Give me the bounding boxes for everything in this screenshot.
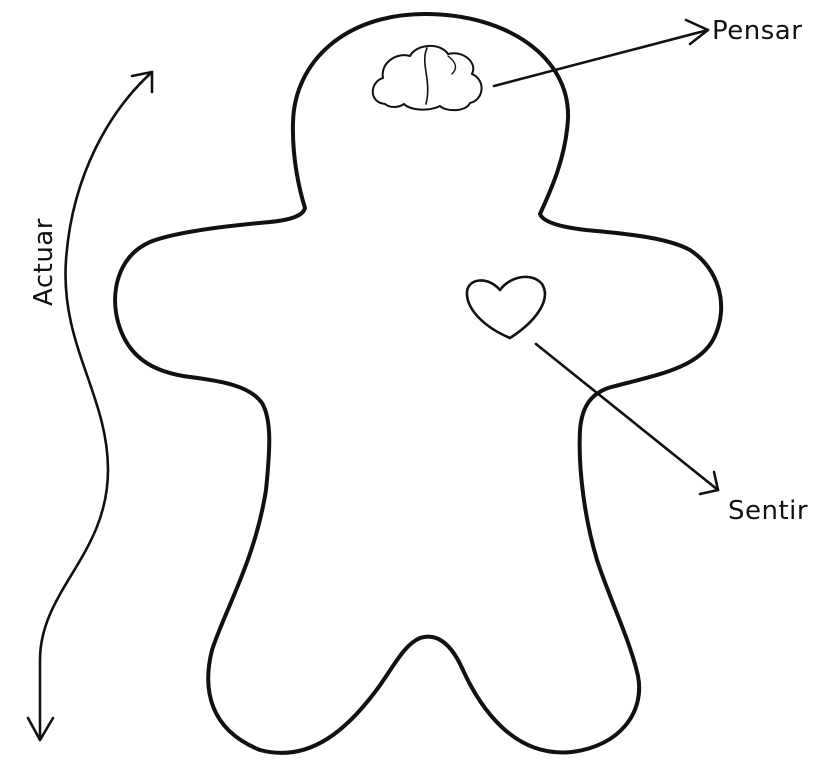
label-think: Pensar — [712, 16, 802, 46]
act-arrow — [28, 72, 152, 740]
think-arrow — [494, 20, 708, 86]
body-outline — [115, 14, 721, 753]
label-act: Actuar — [29, 218, 59, 306]
heart-icon — [467, 277, 545, 338]
brain-icon — [373, 46, 482, 110]
label-feel: Sentir — [728, 496, 808, 526]
feel-arrow — [536, 344, 718, 494]
